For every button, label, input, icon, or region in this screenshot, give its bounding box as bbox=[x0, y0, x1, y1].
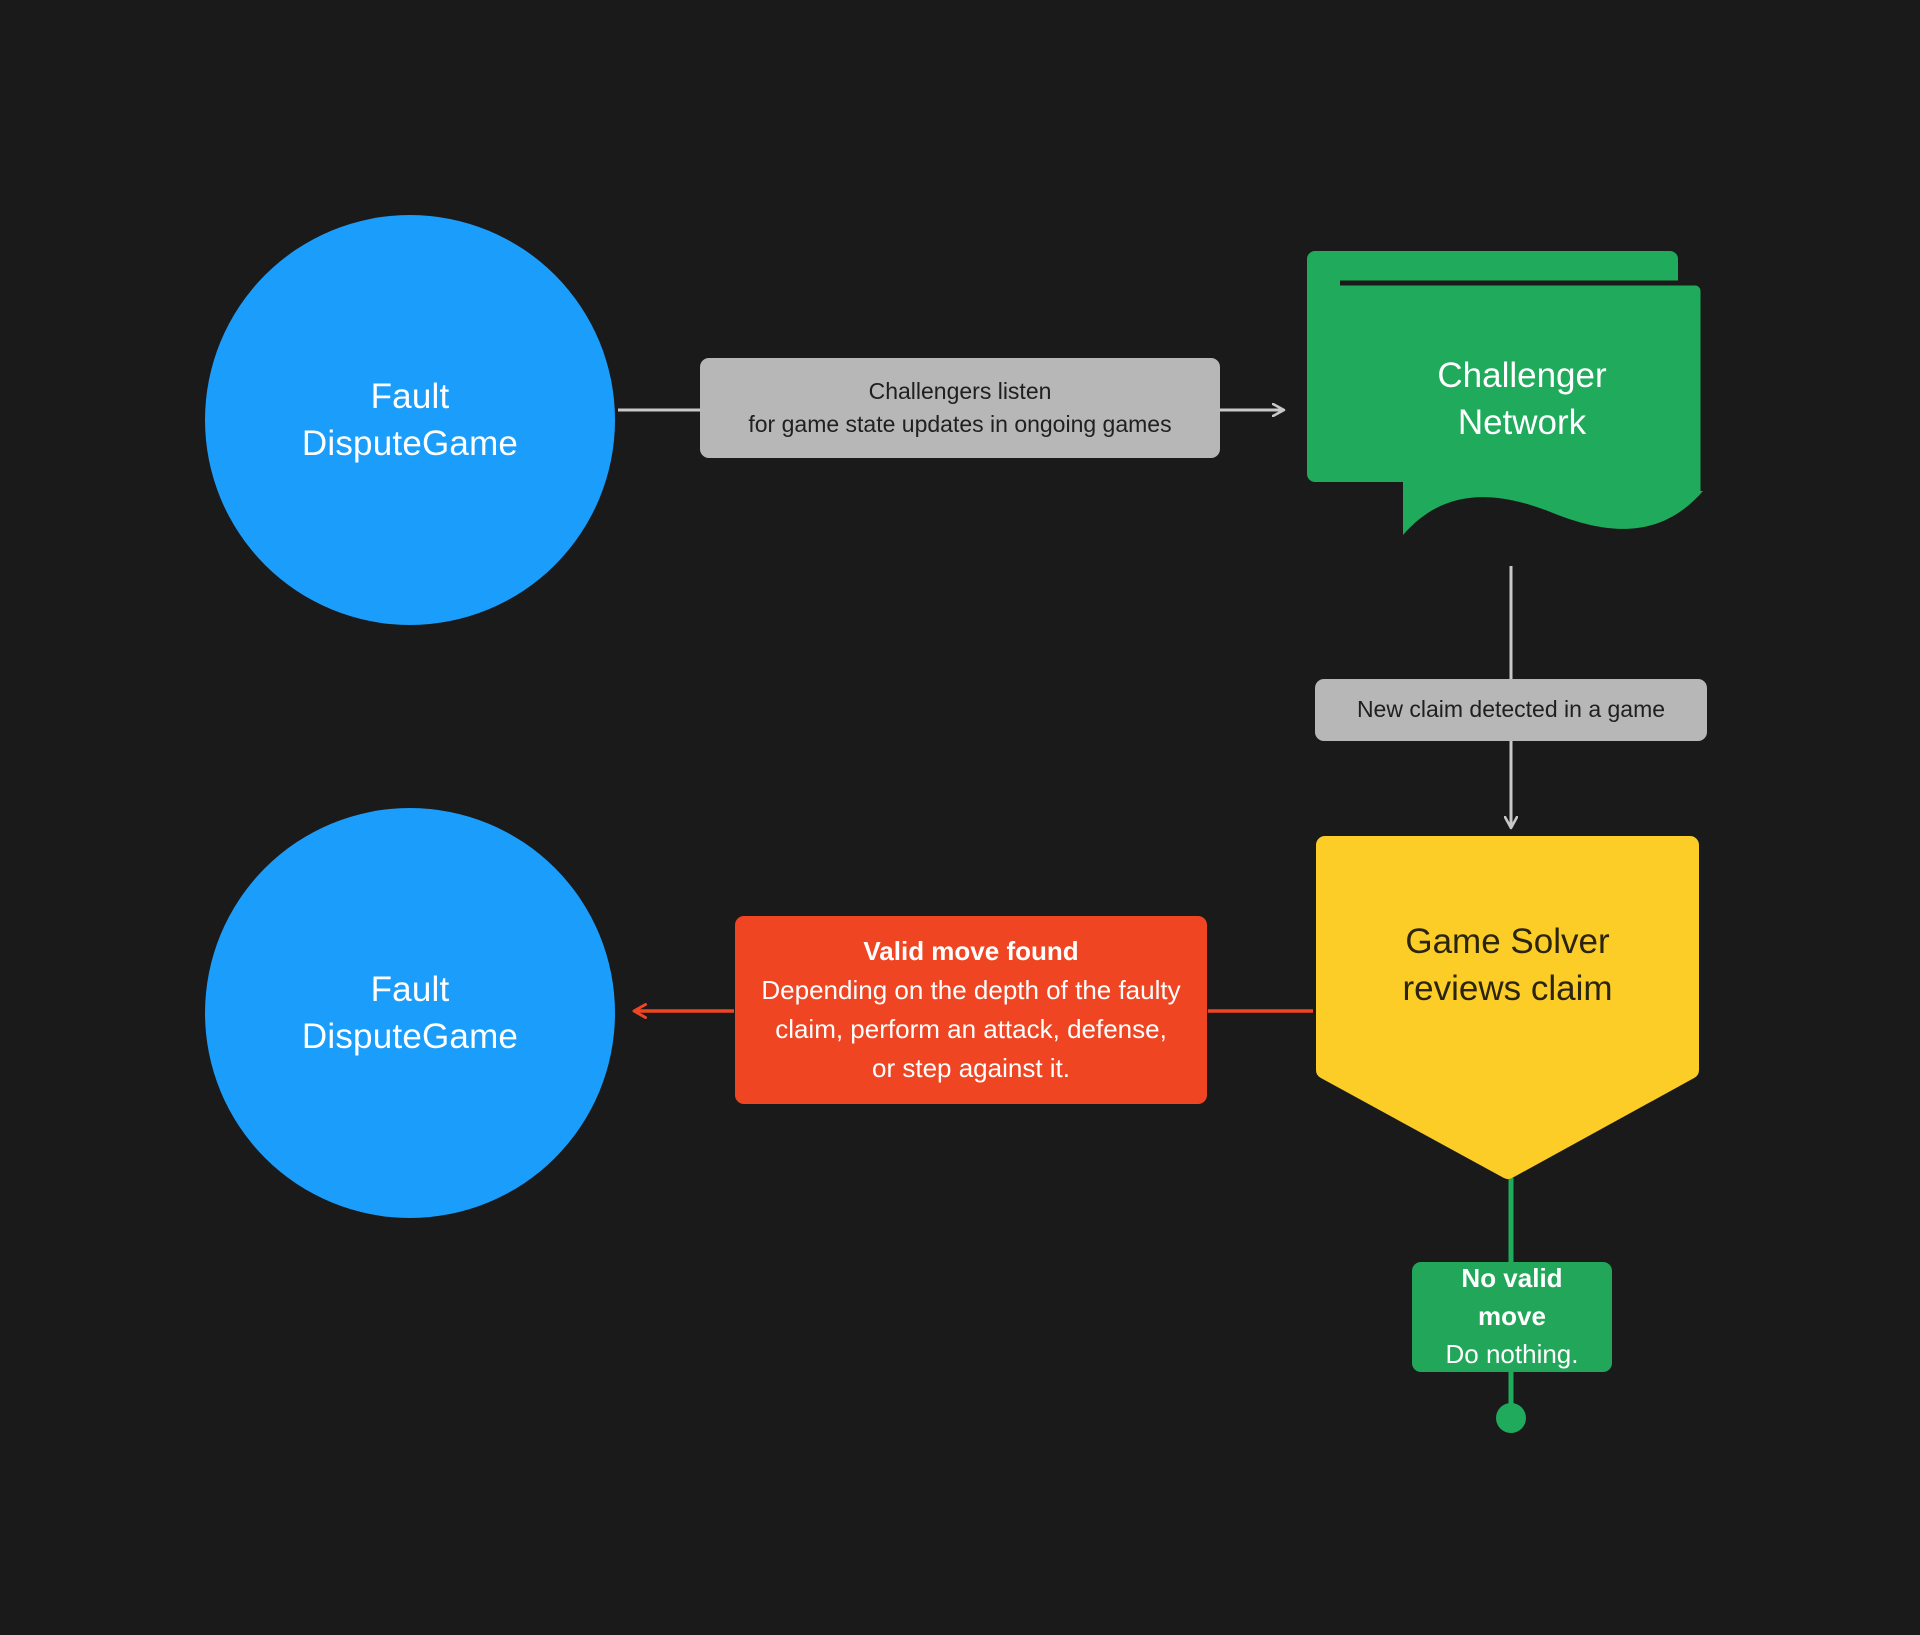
edge-label-line-1: Challengers listen bbox=[868, 377, 1052, 404]
node-label-line-2: Network bbox=[1457, 403, 1587, 442]
node-label-challenger-network: Challenger Network bbox=[1332, 283, 1712, 493]
node-fault-dispute-game-top[interactable]: Fault DisputeGame bbox=[205, 215, 615, 625]
stacked-document-shape bbox=[1307, 251, 1706, 535]
edge-label-title: No valid move bbox=[1461, 1263, 1563, 1332]
edge-label-title: Valid move found bbox=[863, 936, 1079, 966]
end-terminator-dot bbox=[1496, 1403, 1526, 1433]
edge-label-line-2: for game state updates in ongoing games bbox=[748, 411, 1172, 437]
node-label-game-solver: Game Solver reviews claim bbox=[1315, 835, 1700, 1095]
node-label-line-2: reviews claim bbox=[1402, 969, 1613, 1008]
node-label-line-1: Fault bbox=[370, 376, 450, 416]
edge-label-line-1: New claim detected in a game bbox=[1356, 696, 1666, 723]
node-label-fault-dispute-game-bottom: Fault DisputeGame bbox=[302, 966, 518, 1061]
node-label-line-1: Challenger bbox=[1437, 355, 1607, 395]
edge-label-line-3: or step against it. bbox=[872, 1053, 1070, 1083]
node-label-fault-dispute-game-top: Fault DisputeGame bbox=[302, 373, 518, 468]
edge-label-challengers-listen: Challengers listen for game state update… bbox=[700, 358, 1220, 458]
edge-label-new-claim-detected: New claim detected in a game bbox=[1315, 679, 1707, 741]
edge-label-valid-move-found: Valid move found Depending on the depth … bbox=[735, 916, 1207, 1104]
edge-label-no-valid-move: No valid move Do nothing. bbox=[1412, 1262, 1612, 1372]
node-label-line-1: Game Solver bbox=[1405, 921, 1610, 961]
node-label-line-2: DisputeGame bbox=[301, 1017, 519, 1056]
node-fault-dispute-game-bottom[interactable]: Fault DisputeGame bbox=[205, 808, 615, 1218]
node-label-line-1: Fault bbox=[370, 969, 450, 1009]
pentagon-shape bbox=[1316, 836, 1699, 1179]
node-game-solver[interactable]: Game Solver reviews claim bbox=[1315, 835, 1700, 1180]
node-challenger-network[interactable]: Challenger Network bbox=[1300, 243, 1710, 563]
edge-label-line-1: Depending on the depth of the faulty bbox=[761, 975, 1181, 1005]
edge-label-line-2: claim, perform an attack, defense, bbox=[775, 1014, 1167, 1044]
node-label-line-2: DisputeGame bbox=[301, 424, 519, 463]
edge-label-line-1: Do nothing. bbox=[1445, 1338, 1579, 1369]
